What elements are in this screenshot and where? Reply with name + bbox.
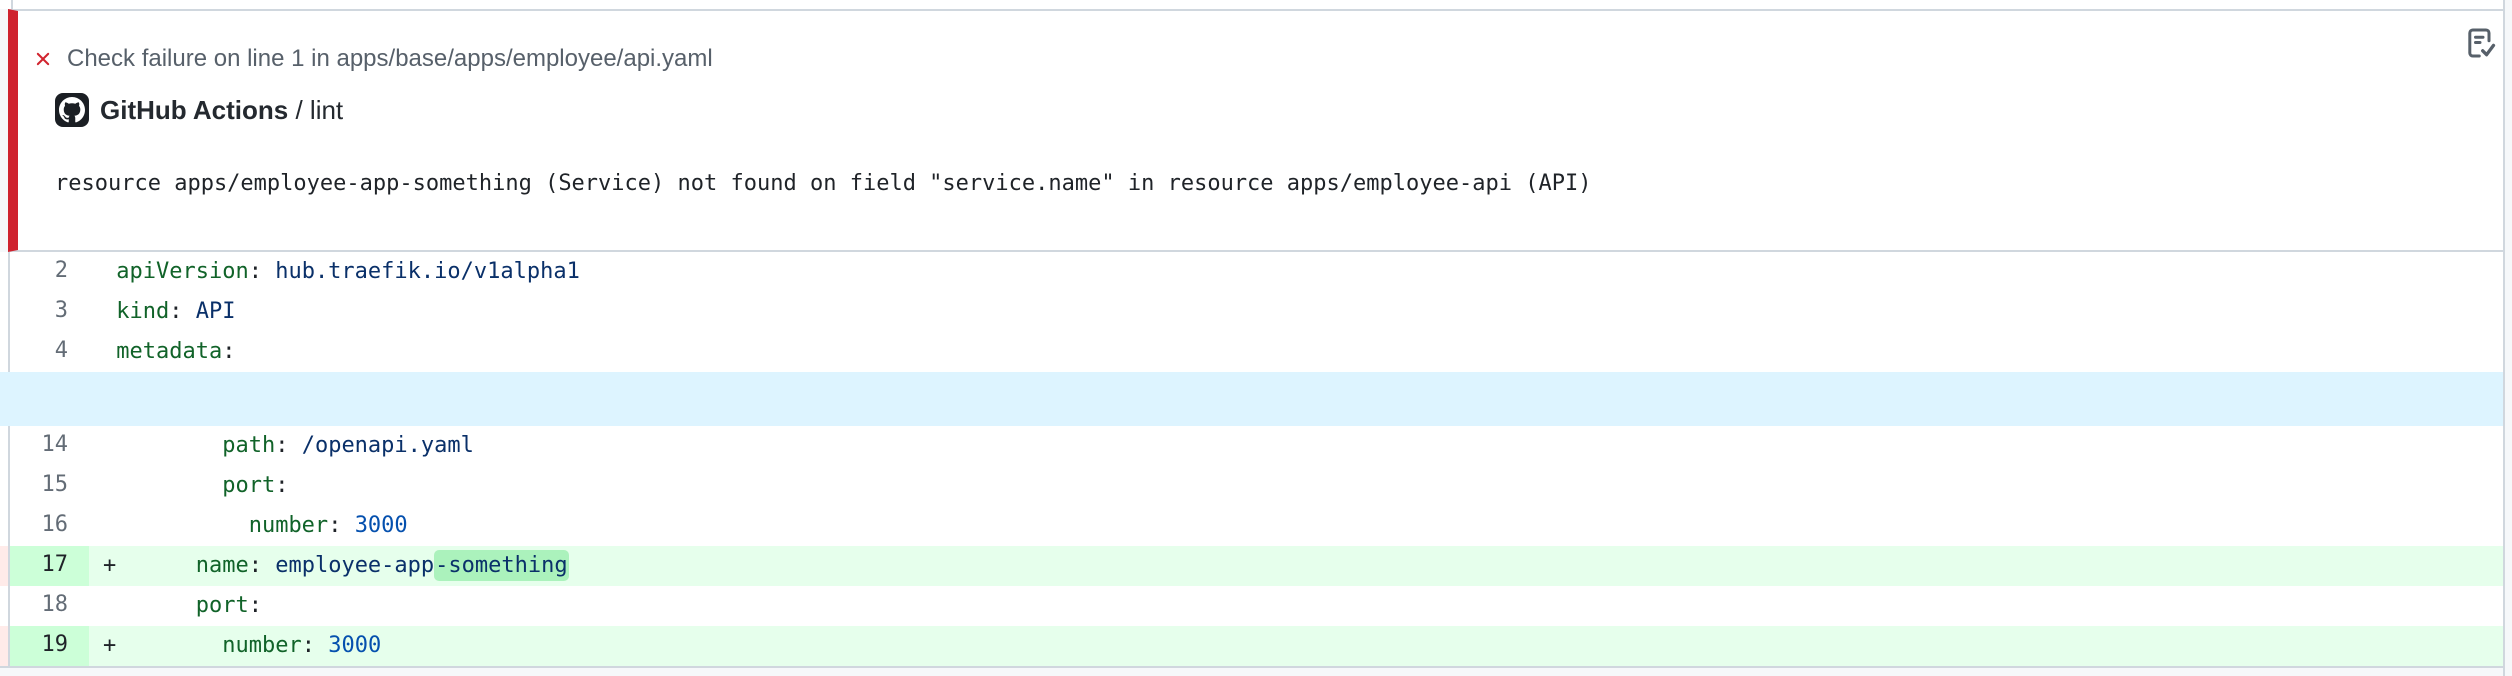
annotation-message: resource apps/employee-app-something (Se… xyxy=(55,171,1592,196)
code-token: : xyxy=(169,299,196,324)
code-line-14: path: /openapi.yaml xyxy=(89,426,2512,466)
diff-row-15: 15 port: xyxy=(0,466,2512,506)
code-token xyxy=(116,433,222,458)
diff-marker xyxy=(103,299,116,324)
line-number-14[interactable]: 14 xyxy=(8,426,89,466)
code-line-15: port: xyxy=(89,466,2512,506)
diff-row-19: 19+ number: 3000 xyxy=(0,626,2512,666)
line-number-4[interactable]: 4 xyxy=(8,332,89,372)
code-token xyxy=(116,513,248,538)
code-token: port xyxy=(195,593,249,618)
code-line-2: apiVersion: hub.traefik.io/v1alpha1 xyxy=(89,252,2512,292)
code-line-17: + name: employee-app-something xyxy=(89,546,2512,586)
code-token: number xyxy=(222,633,302,658)
diff-marker: + xyxy=(103,633,117,658)
code-token: metadata xyxy=(116,339,223,364)
code-token: hub.traefik.io/v1alpha1 xyxy=(275,259,580,284)
github-logo-icon xyxy=(55,93,89,127)
code-token: : xyxy=(248,259,276,284)
diff-row-gutter xyxy=(0,252,8,292)
code-token: : xyxy=(328,513,355,538)
code-token: 3000 xyxy=(354,513,408,538)
code-line-3: kind: API xyxy=(89,292,2512,332)
code-line-16: number: 3000 xyxy=(89,506,2512,546)
changed-word-highlight: -something xyxy=(434,550,569,581)
code-token: 3000 xyxy=(328,633,382,658)
bottom-margin xyxy=(0,666,2512,676)
code-token: /openapi.yaml xyxy=(301,433,474,458)
diff-row-4: 4 metadata: xyxy=(0,332,2512,372)
code-token: : xyxy=(222,339,236,364)
diff-marker xyxy=(103,433,116,458)
line-number-2[interactable]: 2 xyxy=(8,252,89,292)
check-suite-name: GitHub Actions xyxy=(100,94,289,125)
code-token: : xyxy=(301,633,329,658)
annotation-title: Check failure on line 1 in apps/base/app… xyxy=(67,45,713,72)
diff-row-3: 3 kind: API xyxy=(0,292,2512,332)
page-right-margin xyxy=(2503,0,2512,676)
line-number-3[interactable]: 3 xyxy=(8,292,89,332)
line-number-18[interactable]: 18 xyxy=(8,586,89,626)
diff-row-17: 17+ name: employee-app-something xyxy=(0,546,2512,586)
check-source: GitHub Actions / lint xyxy=(100,95,343,126)
code-token: : xyxy=(275,473,289,498)
diff-marker xyxy=(103,339,116,364)
diff-marker: + xyxy=(103,553,117,578)
diff-row-16: 16 number: 3000 xyxy=(0,506,2512,546)
code-token xyxy=(116,593,195,618)
x-icon xyxy=(32,48,54,70)
line-number-19[interactable]: 19 xyxy=(8,626,89,666)
code-token: port xyxy=(222,473,276,498)
diff-row-gutter xyxy=(0,466,8,506)
code-line-19: + number: 3000 xyxy=(89,626,2512,666)
file-check-icon[interactable] xyxy=(2460,23,2500,63)
code-token: : xyxy=(275,433,302,458)
code-token xyxy=(116,473,222,498)
diff-row-gutter xyxy=(0,626,8,666)
check-run-name: / lint xyxy=(288,94,344,125)
diff-marker xyxy=(103,513,116,538)
code-line-18: port: xyxy=(89,586,2512,626)
diff-row-gutter xyxy=(0,546,8,586)
check-failure-annotation: Check failure on line 1 in apps/base/app… xyxy=(8,9,2512,252)
diff-marker xyxy=(103,473,116,498)
diff-row-gutter xyxy=(0,586,8,626)
line-number-15[interactable]: 15 xyxy=(8,466,89,506)
diff-row-14: 14 path: /openapi.yaml xyxy=(0,426,2512,466)
code-token: : xyxy=(248,593,262,618)
diff-marker xyxy=(103,259,116,284)
code-line-4: metadata: xyxy=(89,332,2512,372)
annotation-left-gutter xyxy=(0,9,8,252)
diff-row-gutter xyxy=(0,506,8,546)
diff-row-18: 18 port: xyxy=(0,586,2512,626)
top-row-sliver xyxy=(0,0,2512,9)
diff-row-gutter xyxy=(0,426,8,466)
code-token xyxy=(116,553,195,578)
code-token xyxy=(116,633,222,658)
code-token: employee-app xyxy=(275,553,435,578)
diff-row-2: 2 apiVersion: hub.traefik.io/v1alpha1 xyxy=(0,252,2512,292)
code-token: apiVersion xyxy=(116,259,249,284)
diff-row-gutter xyxy=(0,332,8,372)
code-token: path xyxy=(222,433,276,458)
line-number-17[interactable]: 17 xyxy=(8,546,89,586)
code-token: API xyxy=(195,299,236,324)
diff-marker xyxy=(103,593,116,618)
code-token: : xyxy=(248,553,276,578)
expand-hidden-lines-row[interactable] xyxy=(0,372,2512,426)
line-number-16[interactable]: 16 xyxy=(8,506,89,546)
code-token: name xyxy=(195,553,249,578)
code-token: number xyxy=(248,513,329,538)
code-token: kind xyxy=(116,299,170,324)
diff-row-gutter xyxy=(0,292,8,332)
